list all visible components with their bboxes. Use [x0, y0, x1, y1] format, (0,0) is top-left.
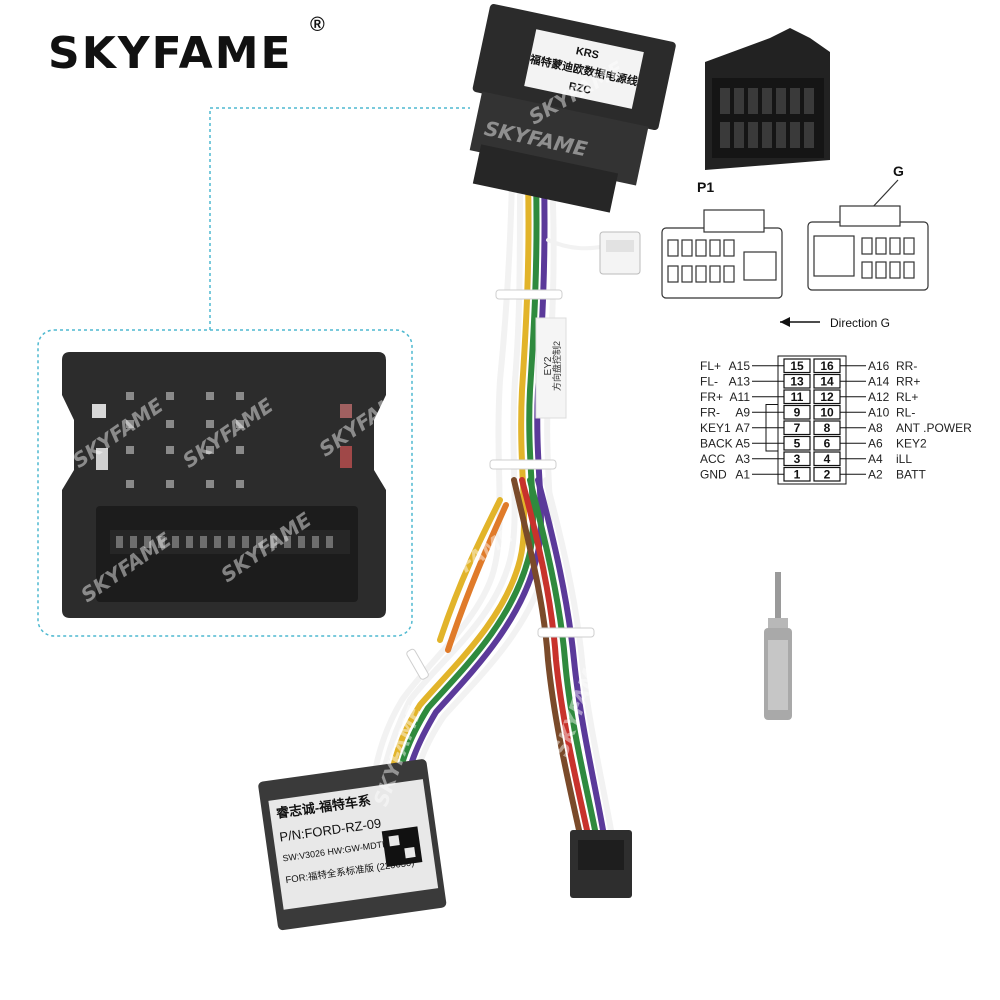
pin-number-left: 15 [790, 359, 804, 373]
signal-right: KEY2 [896, 436, 927, 450]
pin-number-left: 13 [790, 374, 804, 388]
registered-mark: ® [310, 14, 325, 36]
direction-label: Direction G [830, 316, 890, 330]
pin-code-right: A10 [868, 405, 890, 419]
pin-code-right: A6 [868, 436, 883, 450]
pin-code-left: A9 [735, 405, 750, 419]
connector-label-line1: KRS [575, 45, 600, 62]
pin-code-right: A12 [868, 390, 890, 404]
pin-number-right: 14 [820, 374, 834, 388]
p1-drawing [661, 209, 783, 299]
decoder-box: 睿志诚-福特车系 P/N:FORD-RZ-09 SW:V3026 HW:GW-M… [258, 759, 447, 931]
pin-code-left: A15 [729, 359, 751, 373]
pin-number-left: 1 [794, 467, 801, 481]
pin-code-right: A14 [868, 374, 890, 388]
brand-logo: SKYFAME [48, 28, 293, 79]
g-drawing [807, 205, 929, 291]
wire-tag-line1: EY2 [543, 356, 554, 375]
pin-code-left: A7 [735, 421, 750, 435]
signal-right: RR+ [896, 374, 920, 388]
pin-number-right: 10 [820, 405, 834, 419]
signal-right: RL- [896, 405, 915, 419]
signal-left: FR+ [700, 390, 723, 404]
signal-left: FL- [700, 374, 718, 388]
pin-code-left: A1 [735, 467, 750, 481]
connector-label-line3: RZC [568, 80, 593, 96]
pin-number-left: 9 [794, 405, 801, 419]
signal-right: RR- [896, 359, 917, 373]
label-p1: P1 [697, 179, 714, 195]
pin-number-right: 8 [824, 421, 831, 435]
signal-left: FR- [700, 405, 720, 419]
signal-right: ANT .POWER [896, 421, 972, 435]
signal-left: FL+ [700, 359, 721, 373]
wire-tag: EY2 方向盘控制2 [535, 317, 567, 419]
wire-tag-line2: 方向盘控制2 [551, 341, 562, 391]
main-connector: KRS 福特蒙迪欧数据电源线 RZC SKYFAME [469, 3, 676, 213]
pin-number-right: 16 [820, 359, 834, 373]
signal-left: BACK [700, 436, 733, 450]
signal-right: iLL [896, 452, 912, 466]
connector-drawings: P1 G Direction G [661, 163, 929, 330]
pin-number-left: 7 [794, 421, 801, 435]
signal-right: BATT [896, 467, 926, 481]
signal-left: KEY1 [700, 421, 731, 435]
signal-left: ACC [700, 452, 726, 466]
pin-number-left: 3 [794, 452, 801, 466]
pin-number-right: 6 [824, 436, 831, 450]
pin-code-left: A11 [730, 390, 751, 404]
pin-code-right: A4 [868, 452, 883, 466]
pin-code-left: A5 [735, 436, 750, 450]
antenna-adapter [764, 572, 792, 720]
pin-number-right: 2 [824, 467, 831, 481]
pin-code-right: A8 [868, 421, 883, 435]
iso-connector-photo [705, 28, 830, 170]
pin-number-left: 11 [791, 390, 804, 404]
wire-bundle [369, 177, 614, 833]
pin-code-right: A16 [868, 359, 890, 373]
pin-number-left: 5 [794, 436, 801, 450]
signal-left: GND [700, 467, 727, 481]
pin-block-key [765, 404, 779, 452]
small-plug [570, 830, 632, 898]
connector-face-closeup: SKYFAME SKYFAME SKYFAME SKYFAME SKYFAME [62, 352, 414, 618]
pin-code-right: A2 [868, 467, 883, 481]
cable-ties [406, 289, 595, 680]
signal-right: RL+ [896, 390, 918, 404]
pin-number-right: 4 [824, 452, 831, 466]
label-g: G [893, 163, 904, 179]
pin-code-left: A3 [735, 452, 750, 466]
small-white-plug [599, 231, 641, 275]
pin-code-left: A13 [729, 374, 751, 388]
callout-outline [37, 107, 470, 637]
pin-number-right: 12 [820, 390, 834, 404]
